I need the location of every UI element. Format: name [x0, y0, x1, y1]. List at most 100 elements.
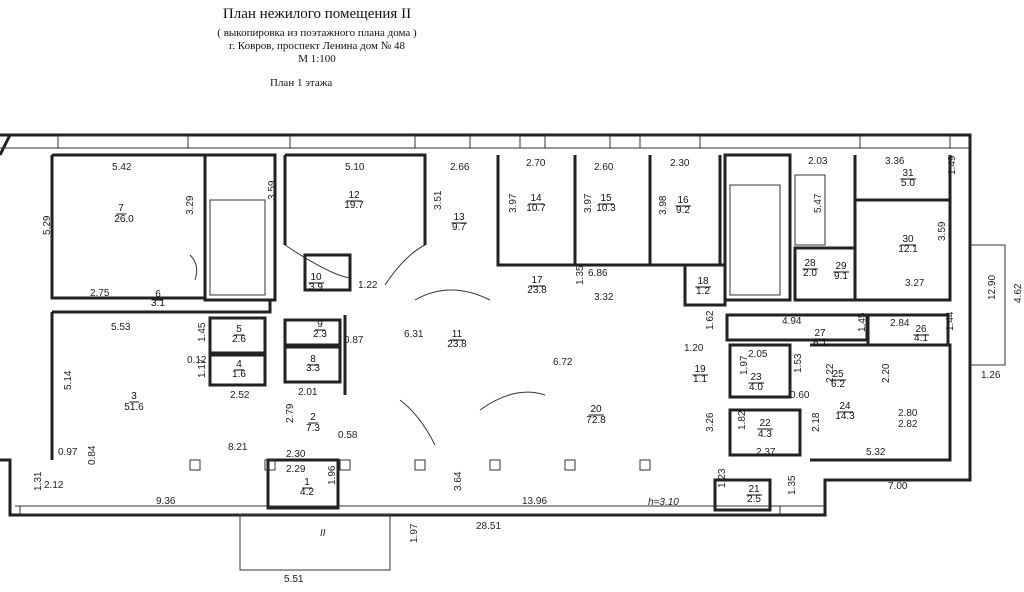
room-number: 20 [590, 404, 602, 415]
room-number: 2 [310, 412, 316, 423]
room-area: 6.1 [813, 338, 827, 349]
dimension-label: 1.23 [717, 468, 728, 488]
plan-subtitle: ( выкопировка из поэтажного плана дома ) [217, 27, 417, 39]
dimension-label: 1.45 [197, 322, 208, 342]
dimension-label: 2.60 [594, 162, 614, 173]
dimension-label: 1.97 [739, 355, 750, 375]
dimension-label: 3.36 [885, 156, 905, 167]
dimension-label: 2.79 [285, 403, 296, 423]
room-area: 10.7 [526, 203, 546, 214]
dimension-label: 2.82 [898, 419, 918, 430]
stairs [209, 174, 826, 571]
room-area: 12.1 [898, 244, 918, 255]
room-area: 19.7 [344, 200, 364, 211]
room-number: 10 [310, 272, 322, 283]
dimension-label: 2.01 [298, 387, 318, 398]
dimension-label: 1.96 [327, 465, 338, 485]
room-number: 12 [348, 190, 360, 201]
room-area: 3.3 [306, 363, 320, 374]
room-number: 31 [902, 168, 914, 179]
dimension-labels: 5.42 3.29 5.29 2.75 5.10 3.59 3.51 2.66 … [33, 155, 1024, 585]
room-area: 51.6 [124, 402, 144, 413]
dimension-label: 2.05 [748, 349, 768, 360]
room-number: 4 [236, 359, 242, 370]
dimension-label: 5.47 [813, 193, 824, 213]
room-number: 21 [748, 484, 760, 495]
ceiling-height-note: h=3.10 [648, 497, 679, 508]
dimension-label: 1.35 [787, 475, 798, 495]
dimension-label: 1.49 [947, 155, 958, 175]
room-number: 22 [759, 418, 771, 429]
dimension-label: 5.42 [112, 162, 132, 173]
room-area: 23.8 [447, 339, 467, 350]
room-number: 23 [750, 372, 762, 383]
columns [189, 459, 651, 471]
dimension-label: 3.29 [185, 195, 196, 215]
room-area: 4.0 [749, 382, 763, 393]
dimension-label: 3.32 [594, 292, 614, 303]
plan-scale: М 1:100 [298, 53, 336, 65]
room-area: 72.8 [586, 415, 606, 426]
dimension-label: 2.80 [898, 408, 918, 419]
interior-walls [50, 153, 1006, 512]
room-area: 2.0 [803, 268, 817, 279]
room-number: 16 [677, 195, 689, 206]
plan-title: План нежилого помещения II [222, 6, 412, 22]
dimension-label: 1.31 [33, 471, 44, 491]
dimension-label: 2.30 [670, 158, 690, 169]
room-number: 5 [236, 324, 242, 335]
room-number: 24 [839, 401, 851, 412]
room-number: 25 [832, 369, 844, 380]
room-area: 9.1 [834, 271, 848, 282]
room-area: 6.2 [831, 379, 845, 390]
dimension-label: 2.20 [881, 363, 892, 383]
room-number: 17 [531, 275, 543, 286]
room-area: 10.3 [596, 203, 616, 214]
dimension-label: 0.12 [187, 355, 207, 366]
dimension-label: 1.45 [857, 312, 868, 332]
entrance-note: II [320, 528, 326, 539]
room-number: 6 [155, 289, 161, 300]
dimension-label: 1.35 [575, 265, 586, 285]
dimension-label: 9.36 [156, 496, 176, 507]
room-area: 1.2 [696, 286, 710, 297]
room-number: 26 [915, 324, 927, 335]
dimension-label: 2.22 [825, 363, 836, 383]
dimension-label: 3.97 [583, 193, 594, 213]
room-number: 30 [902, 234, 914, 245]
dimension-label: 0.58 [338, 430, 358, 441]
dimension-label: 1.20 [684, 343, 704, 354]
dimension-label: 3.27 [905, 278, 925, 289]
dimension-label: 2.30 [286, 449, 306, 460]
dimension-label: 1.97 [409, 523, 420, 543]
room-area: 1.6 [232, 369, 246, 380]
dimension-label: 0.97 [58, 447, 78, 458]
dimension-label: 1.22 [358, 280, 378, 291]
dimension-label: 2.52 [230, 390, 250, 401]
room-number: 13 [453, 212, 465, 223]
room-number: 14 [530, 193, 542, 204]
dimension-label: 8.21 [228, 442, 248, 453]
room-number: 1 [304, 477, 310, 488]
room-number: 18 [697, 276, 709, 287]
dimension-label: 1.26 [981, 370, 1001, 381]
dimension-label: 5.51 [284, 574, 304, 585]
dimension-label: 5.53 [111, 322, 131, 333]
room-area: 9.2 [676, 205, 690, 216]
dimension-label: 1.17 [197, 358, 208, 378]
room-labels: 1 4.2 2 7.3 3 51.6 4 1.6 5 2.6 6 3.1 7 2… [114, 168, 929, 505]
dimension-label: 6.72 [553, 357, 573, 368]
dimension-label: 5.10 [345, 162, 365, 173]
dimension-label: 0.60 [790, 390, 810, 401]
dimension-label: 3.26 [705, 412, 716, 432]
room-area: 23.8 [527, 285, 547, 296]
dimension-label: 2.12 [44, 480, 64, 491]
floor-label: План 1 этажа [270, 77, 333, 89]
room-number: 11 [452, 329, 463, 340]
annotations: h=3.10 II [320, 497, 679, 539]
dimension-label: 7.00 [888, 481, 908, 492]
dimension-label: 3.98 [658, 195, 669, 215]
room-area: 7.3 [306, 423, 320, 434]
room-number: 9 [317, 319, 323, 330]
